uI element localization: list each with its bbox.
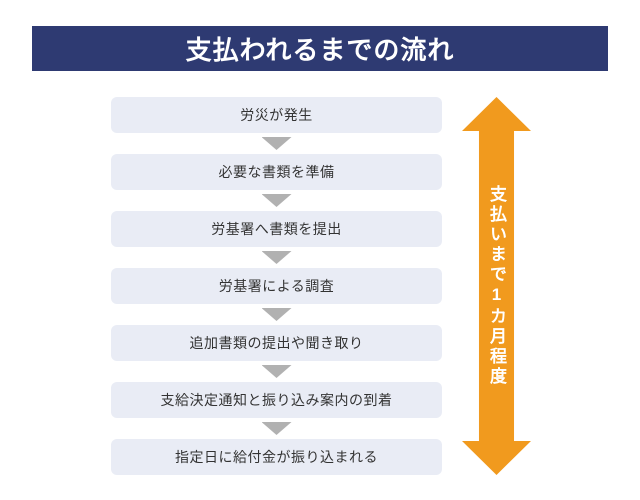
flow-step-separator [111,133,442,154]
flow-column: 労災が発生 必要な書類を準備 労基署へ書類を提出 労基署による調査 追加書類の提… [111,97,442,475]
flow-step-label: 追加書類の提出や聞き取り [189,335,364,351]
double-vertical-arrow-icon: 支払いまで1カ月程度 [462,97,531,475]
flow-step-separator [111,190,442,211]
flow-step: 必要な書類を準備 [111,154,442,190]
flow-step: 追加書類の提出や聞き取り [111,325,442,361]
flow-step-separator [111,418,442,439]
down-triangle-icon [261,308,292,321]
flow-step: 支給決定通知と振り込み案内の到着 [111,382,442,418]
down-triangle-icon [261,251,292,264]
flow-step-label: 労基署へ書類を提出 [211,221,342,237]
flow-step-label: 必要な書類を準備 [218,164,335,180]
flow-step-label: 労災が発生 [240,107,313,123]
flow-step: 指定日に給付金が振り込まれる [111,439,442,475]
down-triangle-icon [261,137,292,150]
flow-step-label: 労基署による調査 [218,278,335,294]
down-triangle-icon [261,365,292,378]
down-triangle-icon [261,422,292,435]
flow-step-label: 支給決定通知と振り込み案内の到着 [160,392,393,408]
flow-step: 労災が発生 [111,97,442,133]
duration-label: 支払いまで1カ月程度 [487,185,506,387]
flow-step: 労基署へ書類を提出 [111,211,442,247]
flow-step: 労基署による調査 [111,268,442,304]
flow-step-separator [111,247,442,268]
page-title-banner: 支払われるまでの流れ [32,26,608,71]
down-triangle-icon [261,194,292,207]
page-title: 支払われるまでの流れ [185,35,455,65]
flow-step-separator [111,304,442,325]
flow-step-separator [111,361,442,382]
flow-step-label: 指定日に給付金が振り込まれる [175,449,378,465]
